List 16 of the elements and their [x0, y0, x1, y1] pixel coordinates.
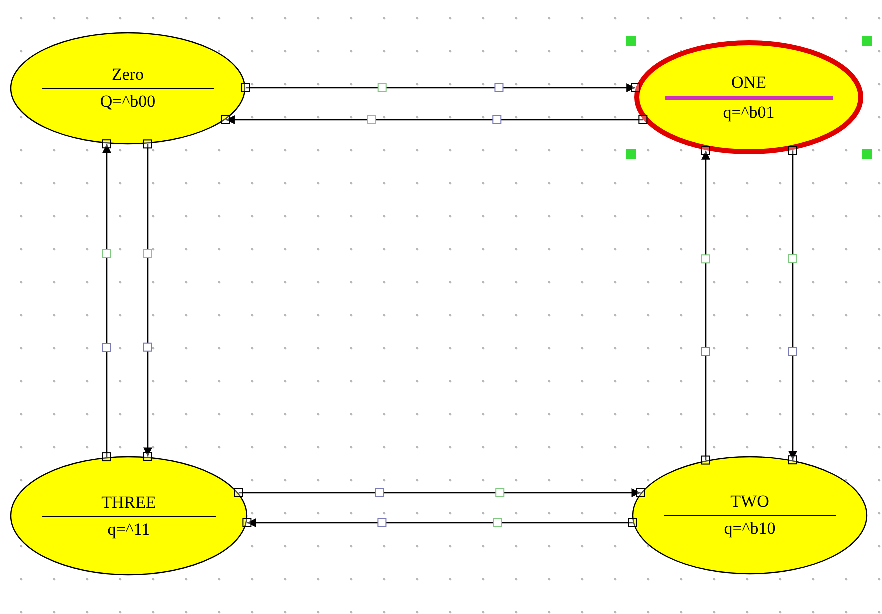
state-output: Q=^b00 — [100, 92, 156, 112]
arrow — [246, 84, 636, 92]
state-output: q=^b10 — [724, 519, 776, 539]
state-name: Zero — [112, 65, 144, 85]
arrow — [247, 518, 633, 528]
state-output: q=^b01 — [723, 102, 775, 122]
arrow — [788, 150, 798, 460]
arrow — [702, 150, 710, 460]
state-name: TWO — [730, 492, 770, 512]
state-name: ONE — [732, 72, 766, 92]
arrow — [102, 144, 112, 458]
arrow — [144, 144, 152, 457]
arrow — [226, 116, 644, 124]
state-output: q=^11 — [108, 520, 150, 540]
arrow — [238, 488, 641, 498]
state-name: THREE — [102, 492, 156, 512]
